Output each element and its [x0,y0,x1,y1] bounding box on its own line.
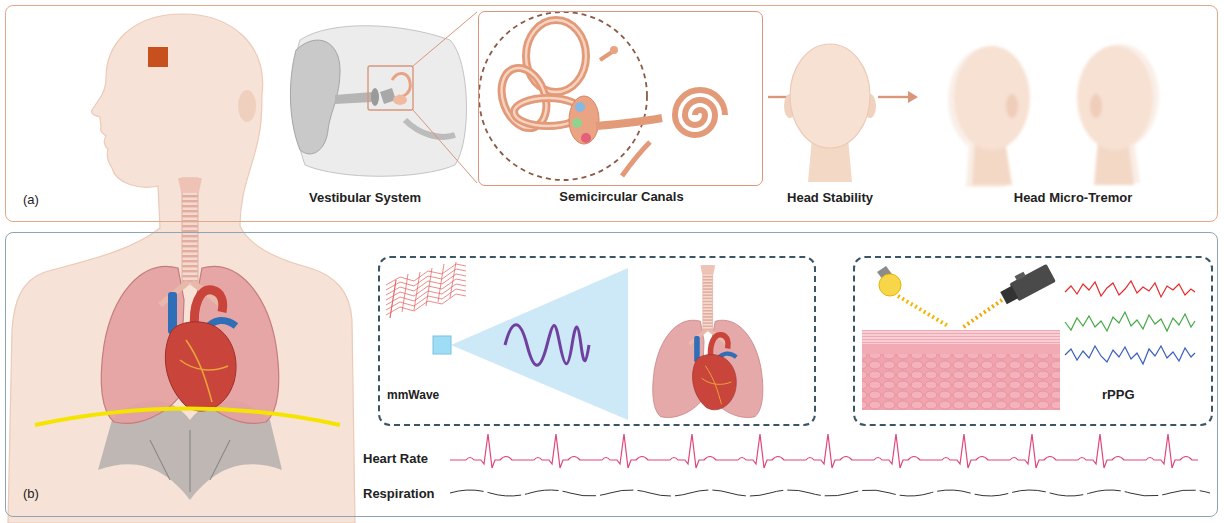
rppg-illustration [862,260,1195,410]
ear-anatomy-part [290,40,340,154]
caption-label: Head Stability [787,190,873,206]
node-label: Semicircular Canals [439,189,804,205]
semicircular-canals-part [581,133,591,143]
mmwave-illustration-part [653,265,763,417]
ear-anatomy-part [392,73,410,96]
caption-label: Vestibular System [309,190,421,206]
rppg-illustration-part [862,330,1060,410]
rppg-illustration-part [879,274,901,296]
ear-anatomy-part [393,95,407,105]
signal-traces-part [450,434,1198,468]
semicircular-canals-part [569,96,599,144]
semicircular-canals-part [572,118,582,128]
node-label: (b) [23,486,39,502]
node-label: (a) [23,192,39,208]
rppg-illustration-part [1065,281,1195,297]
sensor-box: mmWave [378,256,816,426]
mmwave-illustration-part [433,336,451,354]
panel-frame: (a) Semicircular Canals [5,5,1218,222]
ear-anatomy-part [371,88,379,106]
mmwave-illustration-part-part [386,284,466,305]
human-body-part [238,90,256,122]
mmwave-illustration-part-part [386,289,466,310]
rppg-illustration-part [1065,346,1195,364]
signal-traces-part [450,490,1210,496]
signal-traces [450,434,1210,496]
semicircular-canals-part [596,118,662,126]
ear-anatomy-part [335,92,372,104]
human-body-part [101,178,279,423]
rppg-illustration-part-part [1015,272,1026,281]
caption-label: Heart Rate [363,451,428,467]
tremor-heads [948,44,1159,187]
tremor-heads-part-part [1077,46,1153,150]
human-body-part [8,14,355,523]
semicircular-canals-part [600,52,612,60]
zoom-box: Semicircular Canals [478,11,763,186]
mmwave-illustration [386,262,763,420]
human-body [8,14,355,523]
semicircular-canals-part [479,12,647,180]
flow-arrow-part [878,96,910,98]
semicircular-canals-part [610,46,618,54]
mmwave-illustration-part [505,325,589,366]
rppg-illustration-part [862,344,1060,354]
mmwave-illustration-part-part [390,262,456,318]
tremor-heads-part-part [1090,94,1102,118]
stable-head [784,44,876,182]
mmwave-illustration-part [451,268,628,420]
ear-anatomy-part [413,12,477,183]
tremor-heads-part [1077,46,1153,185]
ear-anatomy [290,12,477,183]
mmwave-illustration-part [386,262,466,318]
semicircular-canals [479,12,725,180]
stable-head-part [790,44,870,148]
rppg-illustration-part [962,300,1002,328]
human-body-part [150,430,230,492]
node-label: mmWave [387,387,439,403]
semicircular-canals-part [675,90,725,135]
rppg-illustration-part [1065,312,1195,331]
human-body-part [148,47,168,67]
rppg-illustration-part [862,330,1060,344]
caption-label: Respiration [363,486,435,502]
semicircular-canals-part [575,102,585,112]
ear-anatomy-part [405,120,455,137]
node-label: rPPG [1102,387,1135,403]
panel-frame: (b) mmWave rPPG [5,232,1218,517]
rppg-illustration-part [898,296,948,326]
tremor-heads-part-part [954,46,1030,150]
sensor-box: rPPG [853,256,1213,426]
rppg-illustration-part [997,260,1056,307]
flow-arrow-part [908,91,918,103]
caption-label: Head Micro-Tremor [1014,190,1132,206]
ear-anatomy-part [368,66,413,110]
human-body-part [35,409,340,426]
tremor-heads-part-part [1006,94,1018,118]
tremor-heads-part [954,46,1030,185]
semicircular-canals-part [622,142,650,176]
